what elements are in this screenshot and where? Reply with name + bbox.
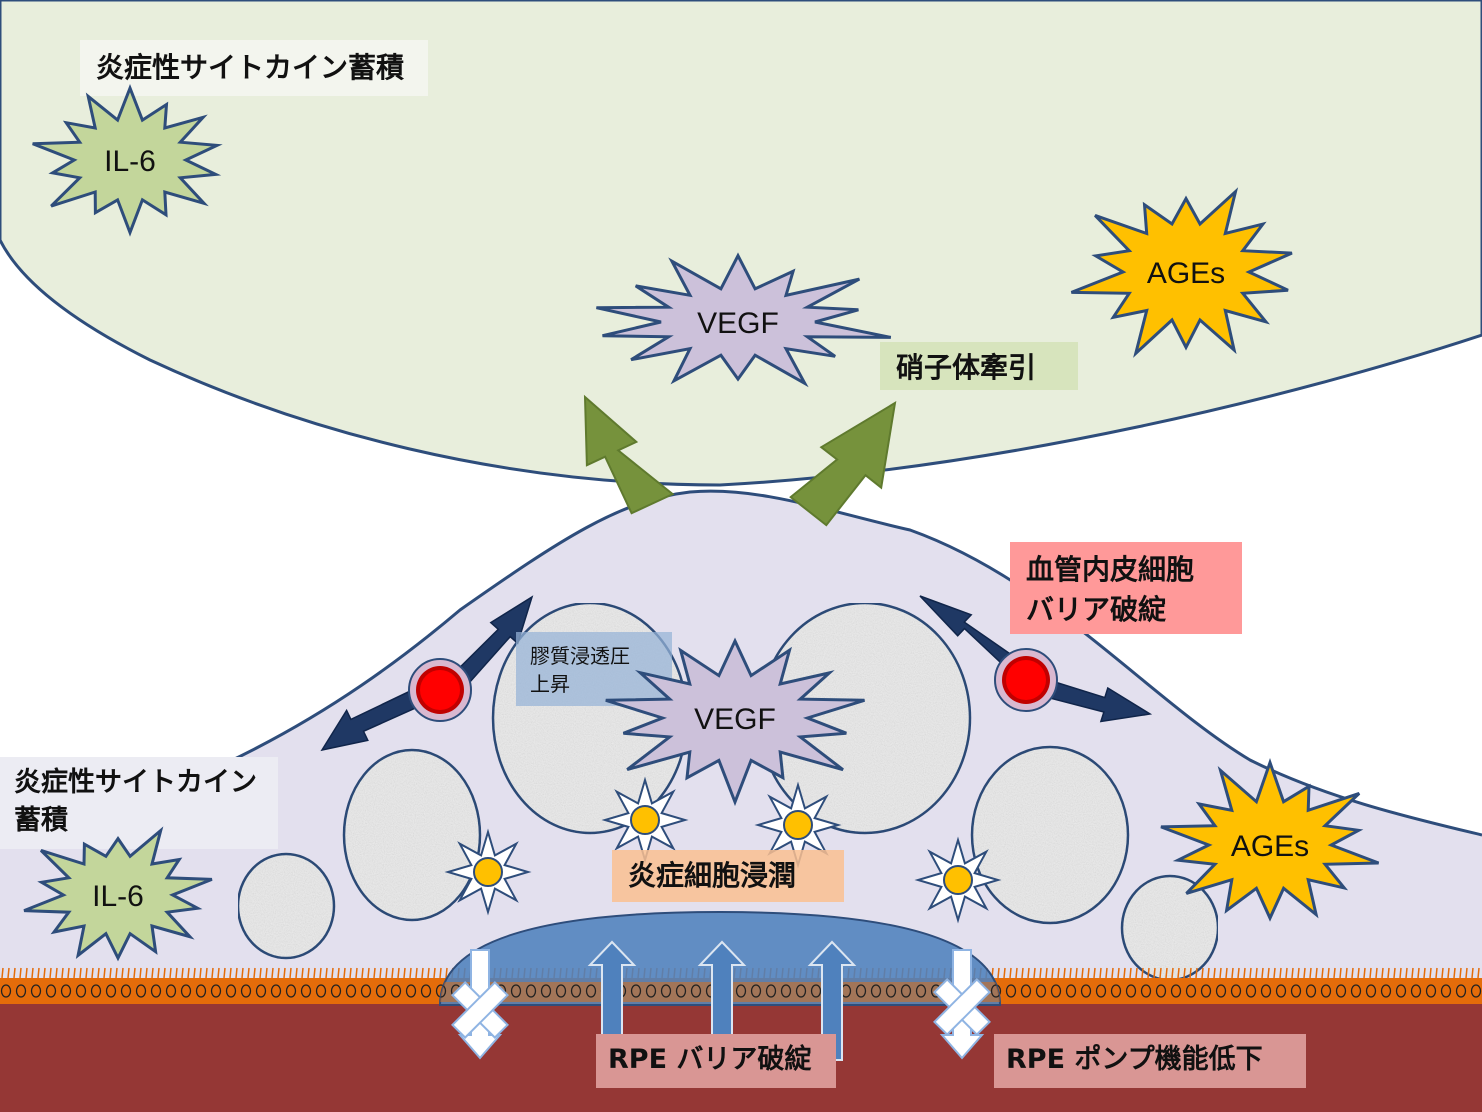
ages-top-text: AGEs bbox=[1147, 257, 1225, 290]
rpe-barrier-box bbox=[596, 1034, 836, 1088]
vitreous-traction-label: 硝子体牽引 bbox=[896, 351, 1037, 384]
vegf-center-text: VEGF bbox=[694, 703, 776, 736]
fluid-up-arrow bbox=[807, 940, 857, 1061]
rpe-barrier-label: RPE バリア破綻 bbox=[608, 1044, 812, 1075]
vitreous-body bbox=[0, 0, 1482, 487]
left-cytokine-line2: 蓄積 bbox=[14, 805, 68, 836]
vegf-top-text: VEGF bbox=[697, 307, 779, 340]
endothelial-barrier-label: 血管内皮細胞 バリア破綻 bbox=[1026, 550, 1194, 630]
rpe-pump-box bbox=[994, 1034, 1306, 1088]
endothelial-line2: バリア破綻 bbox=[1026, 593, 1167, 626]
blocked-x-icon bbox=[933, 978, 991, 1036]
vitreous-traction-arrow-left bbox=[583, 394, 675, 515]
inflammatory-cell bbox=[444, 828, 532, 916]
inflammatory-cell bbox=[601, 776, 689, 864]
cyst bbox=[236, 852, 336, 960]
left-cytokine-box bbox=[0, 757, 278, 849]
vegf-center-star: VEGF bbox=[605, 637, 865, 807]
endothelial-barrier-box bbox=[1010, 542, 1242, 634]
colloid-pressure-label: 膠質浸透圧 上昇 bbox=[530, 642, 630, 698]
vegf-top-star: VEGF bbox=[596, 252, 892, 388]
vitreous-traction-box bbox=[880, 342, 1078, 390]
retina-surface-line bbox=[0, 489, 1482, 847]
left-cytokine-line1: 炎症性サイトカイン bbox=[14, 767, 257, 798]
il6-top-star: IL-6 bbox=[32, 83, 223, 237]
colloid-line1: 膠質浸透圧 bbox=[530, 644, 630, 668]
inflammatory-cell bbox=[914, 836, 1002, 924]
endothelial-line1: 血管内皮細胞 bbox=[1026, 553, 1195, 586]
top-cytokine-label: 炎症性サイトカイン蓄積 bbox=[96, 51, 405, 84]
ages-top-star: AGEs bbox=[1070, 187, 1293, 358]
inflammatory-infiltration-label: 炎症細胞浸潤 bbox=[628, 859, 797, 892]
blocked-pump-arrow-right bbox=[933, 949, 991, 1060]
blocked-pump-arrow-left bbox=[451, 949, 509, 1060]
ages-right-text: AGEs bbox=[1231, 830, 1309, 863]
left-cytokine-label: 炎症性サイトカイン 蓄積 bbox=[14, 764, 257, 840]
rpe-pump-label: RPE ポンプ機能低下 bbox=[1006, 1044, 1263, 1075]
ages-right-star: AGEs bbox=[1160, 758, 1380, 922]
colloid-line2: 上昇 bbox=[530, 672, 570, 696]
vitreous-traction-arrow-right bbox=[789, 401, 897, 527]
il6-left-text: IL-6 bbox=[92, 880, 144, 913]
colloid-pressure-box bbox=[516, 632, 672, 706]
inflammatory-cell bbox=[754, 781, 842, 869]
inflammatory-cells bbox=[444, 776, 1002, 924]
il6-top-text: IL-6 bbox=[104, 145, 156, 178]
inflammatory-infiltration-box bbox=[612, 850, 844, 902]
cyst bbox=[970, 745, 1130, 925]
leaking-vessel-right bbox=[994, 648, 1058, 712]
top-cytokine-box bbox=[80, 40, 428, 96]
blocked-x-icon bbox=[451, 981, 509, 1039]
cyst bbox=[342, 748, 482, 922]
cyst bbox=[1120, 874, 1220, 982]
leaking-vessel-left bbox=[408, 658, 472, 722]
il6-left-star: IL-6 bbox=[23, 826, 213, 962]
